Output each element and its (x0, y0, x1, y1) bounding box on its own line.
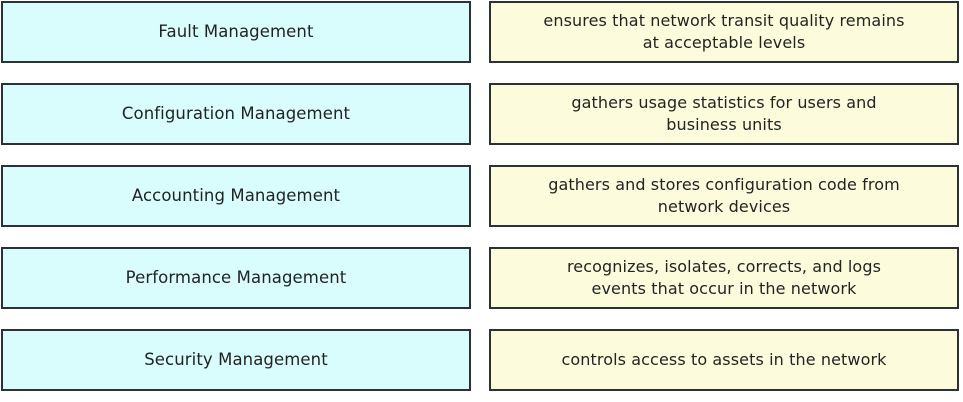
definition-box-2[interactable]: gathers usage statistics for users and b… (489, 83, 959, 145)
term-label: Configuration Management (121, 104, 351, 123)
definition-box-5[interactable]: controls access to assets in the network (489, 329, 959, 391)
definition-label: controls access to assets in the network (561, 350, 887, 369)
definition-label: recognizes, isolates, corrects, and logs… (566, 257, 882, 298)
term-label: Accounting Management (131, 186, 341, 205)
definition-label: gathers and stores configuration code fr… (548, 175, 900, 216)
definition-box-4[interactable]: recognizes, isolates, corrects, and logs… (489, 247, 959, 309)
matching-row: Configuration Management gathers usage s… (0, 83, 963, 145)
term-label: Security Management (144, 350, 328, 369)
definition-box-1[interactable]: ensures that network transit quality rem… (489, 1, 959, 63)
term-box-configuration-management[interactable]: Configuration Management (1, 83, 471, 145)
term-label: Fault Management (158, 22, 314, 41)
term-box-security-management[interactable]: Security Management (1, 329, 471, 391)
term-box-accounting-management[interactable]: Accounting Management (1, 165, 471, 227)
definition-label: ensures that network transit quality rem… (543, 11, 905, 52)
matching-row: Accounting Management gathers and stores… (0, 165, 963, 227)
matching-row: Security Management controls access to a… (0, 329, 963, 391)
matching-row: Performance Management recognizes, isola… (0, 247, 963, 309)
definition-box-3[interactable]: gathers and stores configuration code fr… (489, 165, 959, 227)
term-label: Performance Management (125, 268, 347, 287)
term-box-performance-management[interactable]: Performance Management (1, 247, 471, 309)
term-box-fault-management[interactable]: Fault Management (1, 1, 471, 63)
matching-row: Fault Management ensures that network tr… (0, 1, 963, 63)
definition-label: gathers usage statistics for users and b… (571, 93, 877, 134)
